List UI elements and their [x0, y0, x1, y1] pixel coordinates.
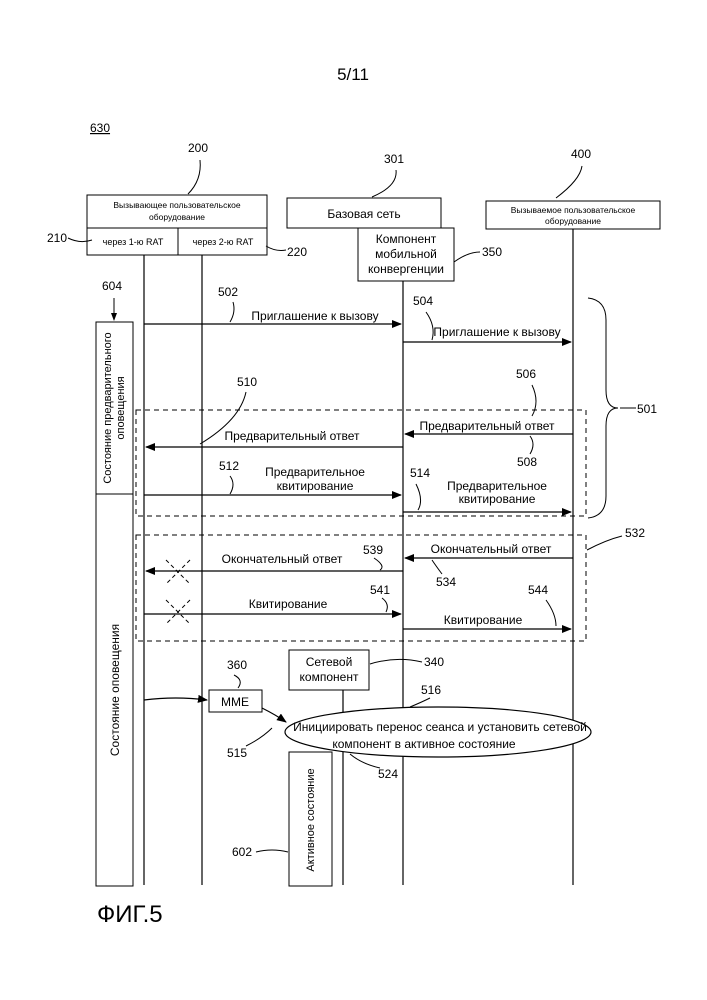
- mcc-ref: 350: [482, 245, 502, 259]
- prov-resp-ref: 506: [516, 367, 536, 381]
- arrow-mme-to-session: [262, 708, 286, 722]
- rat1-ref: 210: [47, 231, 67, 245]
- group1-ref: 501: [637, 402, 657, 416]
- invite1-label: Приглашение к вызову: [251, 309, 378, 323]
- mcc-line-3: конвергенции: [368, 262, 444, 276]
- brace-501: [588, 298, 618, 518]
- final-resp-caller-ref: 539: [363, 543, 383, 557]
- ack1-ref: 541: [370, 583, 390, 597]
- prov-ack1-line2: квитирование: [277, 479, 354, 493]
- core-ref: 301: [384, 152, 404, 166]
- caller-ref: 200: [188, 141, 208, 155]
- active-state: Активное состояние: [289, 752, 332, 886]
- ack2-label: Квитирование: [444, 613, 523, 627]
- prov-ack1-ref: 512: [219, 459, 239, 473]
- callee-ref: 400: [571, 147, 591, 161]
- pre-alert-line-2: оповещения: [115, 376, 127, 439]
- mme-ref: 360: [227, 658, 247, 672]
- group2-ref: 532: [625, 526, 645, 540]
- rat1-label: через 1-ю RAT: [103, 237, 164, 247]
- prov-ack2-line1: Предварительное: [447, 479, 547, 493]
- mcc-line-1: Компонент: [376, 232, 437, 246]
- rat2-label: через 2-ю RAT: [193, 237, 254, 247]
- caller-entity: Вызывающее пользовательское оборудование…: [87, 195, 267, 255]
- alert-state-label: Состояние оповещения: [108, 624, 122, 756]
- ack1-label: Квитирование: [249, 597, 328, 611]
- prov-resp-caller-label: Предварительный ответ: [224, 429, 360, 443]
- session-transfer-ellipse: Инициировать перенос сеанса и установить…: [285, 707, 591, 757]
- invite2-label: Приглашение к вызову: [433, 325, 560, 339]
- blocked-cross-1: [166, 560, 190, 584]
- arrow-to-mme: [144, 698, 207, 700]
- invite1-ref: 502: [218, 285, 238, 299]
- prov-ack2-ref: 514: [410, 466, 430, 480]
- session-ref: 516: [421, 683, 441, 697]
- active-state-label: Активное состояние: [305, 768, 317, 871]
- final-resp-caller-label: Окончательный ответ: [222, 552, 343, 566]
- session-line-1: Инициировать перенос сеанса и установить…: [293, 720, 587, 734]
- network-component-ref: 340: [424, 655, 444, 669]
- prov-resp-ref2: 508: [517, 455, 537, 469]
- invite2-ref: 504: [413, 294, 433, 308]
- blocked-cross-2: [166, 600, 190, 624]
- pre-alert-ref: 604: [102, 279, 122, 293]
- pre-alert-line-1: Состояние предварительного: [102, 332, 114, 483]
- prov-ack2-line2: квитирование: [459, 492, 536, 506]
- session-line-2: компонент в активное состояние: [332, 737, 516, 751]
- mme-box: MME: [209, 690, 262, 712]
- prov-ack1-line1: Предварительное: [265, 465, 365, 479]
- callee-entity: Вызываемое пользовательское оборудование: [486, 201, 660, 229]
- network-component-line-2: компонент: [300, 670, 359, 684]
- pre-alert-state: Состояние предварительного оповещения: [96, 322, 133, 494]
- figure-caption: ФИГ.5: [97, 901, 163, 928]
- caller-title-1: Вызывающее пользовательское: [113, 200, 240, 210]
- callee-title-1: Вызываемое пользовательское: [511, 205, 636, 215]
- mcc-line-2: мобильной: [375, 247, 437, 261]
- page-number: 5/11: [337, 65, 369, 84]
- ack2-ref: 544: [528, 583, 548, 597]
- core-title: Базовая сеть: [327, 207, 400, 221]
- caller-title-2: оборудование: [149, 212, 205, 222]
- rat2-ref: 220: [287, 245, 307, 259]
- figure-ref: 630: [90, 121, 110, 135]
- mme-arrow-ref: 515: [227, 746, 247, 760]
- callee-title-2: оборудование: [545, 216, 601, 226]
- final-resp-callee-label: Окончательный ответ: [431, 542, 552, 556]
- network-component-line-1: Сетевой: [306, 655, 353, 669]
- alert-state: Состояние оповещения: [96, 494, 133, 886]
- active-ref: 602: [232, 845, 252, 859]
- prov-resp-callee-label: Предварительный ответ: [419, 419, 555, 433]
- final-resp-callee-ref: 534: [436, 575, 456, 589]
- mme-label: MME: [221, 695, 249, 709]
- prov-resp-caller-ref: 510: [237, 375, 257, 389]
- core-network-entity: Базовая сеть Компонент мобильной конверг…: [287, 198, 454, 281]
- network-component-box: Сетевой компонент: [289, 650, 369, 690]
- session-ref2: 524: [378, 767, 398, 781]
